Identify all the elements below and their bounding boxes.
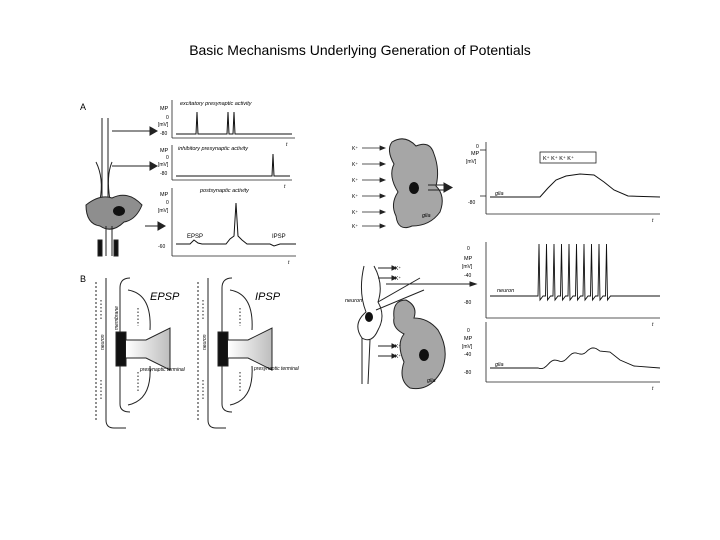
excitatory-trace [176,111,292,135]
axis-mp-2: MP [160,148,169,154]
glia-cell-bottom [393,299,446,390]
k-ion-4: K⁺ [352,194,358,200]
panel-a-neuron-illustration [85,118,167,257]
rb-axis-zero-2: 0 [467,328,470,334]
axis-minus60-3: -60 [158,244,165,250]
rb-axis-mv-2: [mV] [462,344,473,350]
epsp-diagram [95,277,171,429]
ipsp-presynaptic-label: presynaptic terminal [253,366,300,372]
neuron-cell-label: neuron [345,298,362,304]
k-banner-box [539,151,597,164]
axis-zero-2: 0 [166,155,169,161]
ion-k-3: K⁺ [395,344,401,350]
glia-depolarization-trace [490,173,661,198]
rt-axis-mp: MP [471,151,480,157]
axis-zero-3: 0 [166,200,169,206]
slide-title: Basic Mechanisms Underlying Generation o… [189,42,531,58]
rb-axis-zero-1: 0 [467,246,470,252]
glia-wavy-trace [490,347,661,370]
epsp-label: EPSP [187,234,203,240]
epsp-title: EPSP [150,291,180,303]
rb-trace2-label: glia [495,362,504,368]
glia-bottom-label: glia [427,378,436,384]
rb-axis-minus80-1: -80 [464,300,471,306]
epsp-membrane-label: membrane [114,306,120,330]
right-top-panel: K⁺ K⁺ K⁺ K⁺ K⁺ K⁺ glia MP 0 [mV] -80 K⁺ … [352,138,661,230]
inhibitory-trace-group: MP 0 [mV] -80 inhibitory presynaptic act… [158,145,292,190]
ion-k-2: K⁺ [395,276,401,282]
inhibitory-activity-label: inhibitory presynaptic activity [178,146,249,152]
rt-axis-minus80: -80 [468,200,475,206]
rb-axis-minus40-2: -40 [464,352,471,358]
rb-axis-t-2: t [652,386,654,392]
excitatory-activity-label: excitatory presynaptic activity [180,101,253,107]
panel-a: A MP 0 [mV] -80 excitatory presynaptic [80,100,296,266]
rb-axis-mp-1: MP [464,256,473,262]
axis-mp-3: MP [160,192,169,198]
rb-axis-minus80-2: -80 [464,370,471,376]
panel-a-label: A [80,102,86,112]
k-ion-arrows [362,145,387,229]
rb-trace1-label: neuron [497,288,514,294]
k-ion-5: K⁺ [352,210,358,216]
postsynaptic-trace-group: MP 0 [mV] -60 postsynaptic activity EPSP… [158,188,296,266]
ipsp-title: IPSP [255,291,281,303]
inhibitory-trace [176,153,290,177]
axis-t-1: t [286,142,288,148]
ion-k-4: K⁺ [395,354,401,360]
neuron-spike-trace [490,243,660,302]
rt-axis-mv: [mV] [466,159,477,165]
epsp-presynaptic-label: presynaptic terminal [139,367,186,373]
excitatory-trace-group: MP 0 [mV] -80 excitatory presynaptic act… [158,100,295,148]
rb-axis-mv-1: [mV] [462,264,473,270]
ion-k-1: K⁺ [395,266,401,272]
k-ion-2: K⁺ [352,162,358,168]
rb-axis-mp-2: MP [464,336,473,342]
axis-minus80-2: -80 [160,171,167,177]
ipsp-neuron-label: neuron [202,334,208,350]
postsynaptic-trace [176,202,296,247]
rb-axis-minus40-1: -40 [464,273,471,279]
axis-t-2: t [284,184,286,190]
rt-axis-zero: 0 [476,144,479,150]
axis-zero-1: 0 [166,115,169,121]
glia-nucleus-top [409,182,419,194]
ipsp-diagram [197,277,273,429]
postsynaptic-activity-label: postsynaptic activity [199,188,250,194]
k-banner: K⁺ K⁺ K⁺ K⁺ [543,155,574,162]
rb-axis-t-1: t [652,322,654,328]
k-ion-1: K⁺ [352,146,358,152]
glia-top-label: glia [422,213,431,219]
rt-axis-t: t [652,218,654,224]
panel-b: B EPSP neuron membrane presynaptic termi… [80,274,300,429]
rt-trace-label: glia [495,191,504,197]
epsp-neuron-label: neuron [100,334,106,350]
axis-t-3: t [288,260,290,266]
axis-mp-1: MP [160,106,169,112]
right-bottom-panel: K⁺ K⁺ K⁺ K⁺ neuron glia 0 MP [mV] -40 -8… [345,242,661,392]
neuron-glia-illustration [357,265,478,390]
k-ion-6: K⁺ [352,224,358,230]
ipsp-label: IPSP [272,234,286,240]
axis-mv-2: [mV] [158,162,169,168]
axis-mv-3: [mV] [158,208,169,214]
k-ion-3: K⁺ [352,178,358,184]
axis-minus80-1: -80 [160,131,167,137]
axis-mv-1: [mV] [158,122,169,128]
panel-b-label: B [80,274,86,284]
